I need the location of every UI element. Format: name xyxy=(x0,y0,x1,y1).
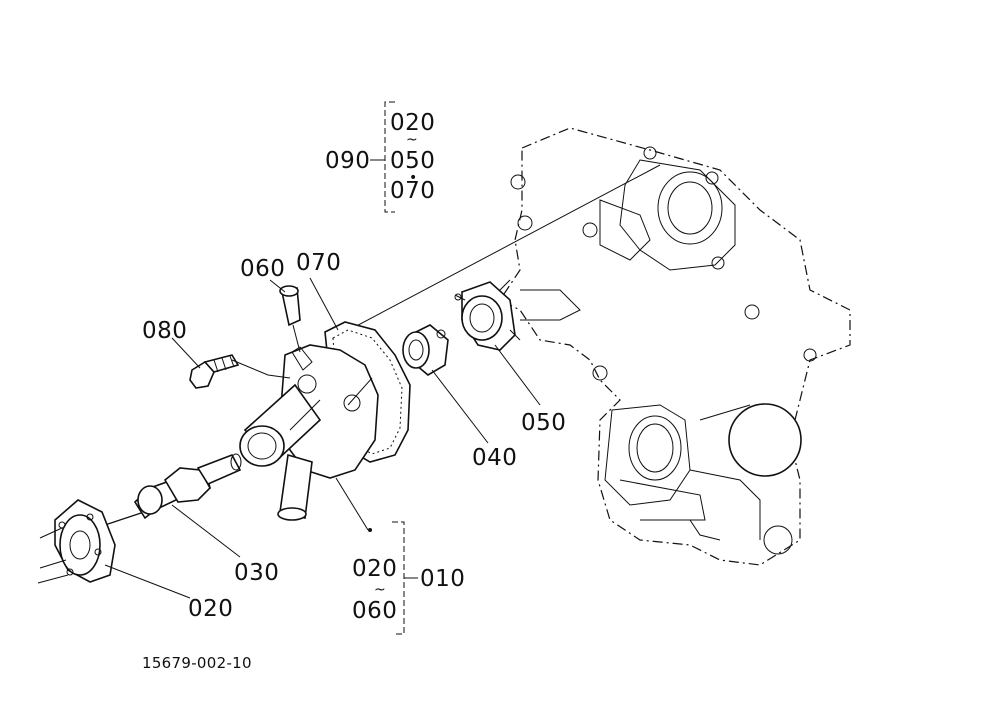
bolt-080 xyxy=(189,354,291,389)
kit-090-item-1: 020 xyxy=(390,110,435,136)
callout-060: 060 xyxy=(240,256,285,282)
kit-010-range-start: 020 xyxy=(352,556,397,582)
kit-090-group: 090 020 ~ 050 • 070 xyxy=(325,101,435,213)
kit-010-dot xyxy=(368,528,372,532)
callout-050: 050 xyxy=(521,410,566,436)
pulley-flange-020 xyxy=(37,499,116,584)
callout-020-flange: 020 xyxy=(188,596,233,622)
water-pump-body xyxy=(239,321,411,521)
pipe-060 xyxy=(279,285,301,353)
leader-lines xyxy=(104,277,541,599)
alignment-line xyxy=(329,164,661,341)
kit-010-range-mark: ~ xyxy=(374,582,386,598)
kit-090-item-3: 070 xyxy=(390,178,435,204)
kit-010-range-end: 060 xyxy=(352,598,397,624)
callout-040: 040 xyxy=(472,445,517,471)
gear-case-housing xyxy=(499,127,851,566)
callout-030: 030 xyxy=(234,560,279,586)
shaft-bearing-030 xyxy=(89,453,242,531)
kit-090-item-2: 050 xyxy=(390,148,435,174)
callout-080: 080 xyxy=(142,318,187,344)
callout-070: 070 xyxy=(296,250,341,276)
kit-090-range-mark: ~ xyxy=(406,132,418,148)
impeller-050 xyxy=(454,279,521,351)
document-number: 15679-002-10 xyxy=(142,654,252,672)
seal-040 xyxy=(402,324,449,376)
kit-090-label: 090 xyxy=(325,148,370,174)
kit-090-dot-mark: • xyxy=(409,170,417,186)
kit-010-group: 020 ~ 060 010 xyxy=(352,521,465,635)
callout-010: 010 xyxy=(420,566,465,592)
callout-labels: 080 060 070 040 050 030 020 xyxy=(142,250,566,622)
